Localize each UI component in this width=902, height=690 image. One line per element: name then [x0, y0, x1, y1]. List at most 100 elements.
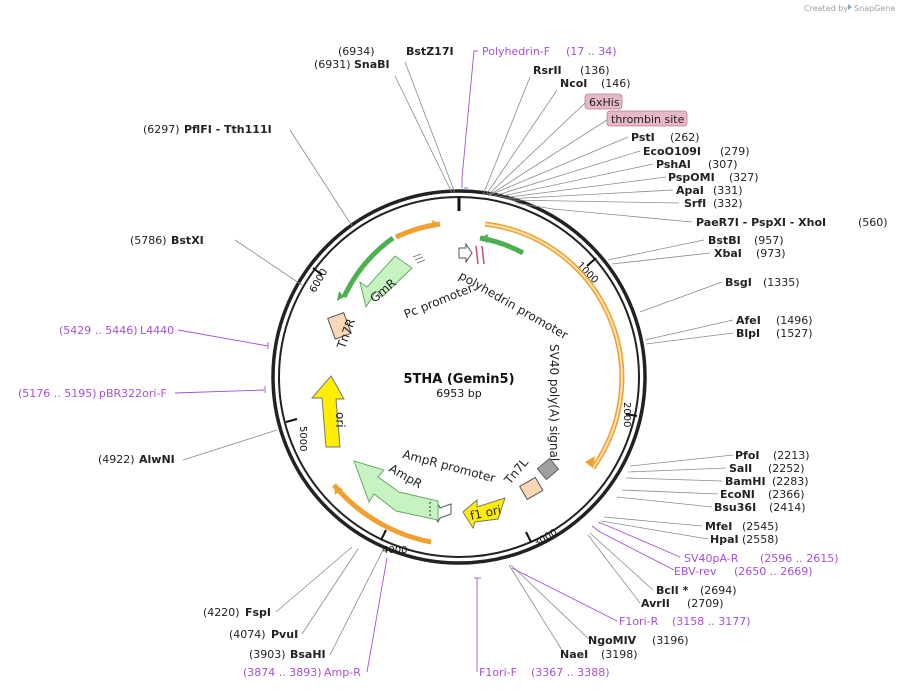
site-position: (2366)	[768, 488, 805, 501]
site-pspomi[interactable]: PspOMI (327)	[668, 171, 759, 184]
site-position: (6297)	[143, 123, 180, 136]
site-bamhi[interactable]: BamHI (2283)	[725, 475, 809, 488]
primer-range: (5176 .. 5195)	[18, 387, 97, 400]
site-bstz17i[interactable]: (6934) BstZ17I	[338, 45, 454, 58]
site-paer7i-pspxi-xhoi[interactable]: PaeR7I - PspXI - XhoI (560)	[696, 216, 888, 229]
site-xbai[interactable]: XbaI (973)	[714, 247, 786, 260]
primer-f1ori-f[interactable]: F1ori-F (3367 .. 3388)	[479, 666, 610, 679]
site-position: (307)	[708, 158, 738, 171]
site-alwni[interactable]: (4922) AlwNI	[98, 453, 175, 466]
site-name: PshAI	[656, 158, 691, 171]
site-position: (2545)	[742, 520, 779, 533]
tick-label-6000: 6000	[308, 267, 330, 295]
site-apai[interactable]: ApaI (331)	[676, 184, 743, 197]
site-name: NcoI	[560, 77, 587, 90]
site-rsrii[interactable]: RsrII (136)	[533, 64, 610, 77]
primer-name: Amp-R	[324, 666, 361, 679]
site-econi[interactable]: EcoNI (2366)	[720, 488, 805, 501]
site-position: (262)	[670, 131, 700, 144]
site-position: (957)	[754, 234, 784, 247]
site-snabi[interactable]: (6931) SnaBI	[314, 58, 390, 71]
site-name: FspI	[245, 606, 271, 619]
site-avrii[interactable]: AvrII (2709)	[641, 597, 724, 610]
tag-thrombin-site[interactable]: thrombin site	[606, 110, 688, 127]
site-position: (2558)	[742, 533, 779, 546]
site-position: (2709)	[687, 597, 724, 610]
site-bcli[interactable]: BclI * (2694)	[656, 584, 737, 597]
primer-name: Polyhedrin-F	[482, 45, 550, 58]
site-ncoi[interactable]: NcoI (146)	[560, 77, 631, 90]
site-name: NaeI	[560, 648, 588, 661]
site-naei[interactable]: NaeI (3198)	[560, 648, 638, 661]
site-position: (279)	[720, 145, 750, 158]
tick-1000	[586, 257, 597, 267]
site-bsahi[interactable]: (3903) BsaHI	[249, 648, 326, 661]
site-position: (146)	[601, 77, 631, 90]
primer-sv40pa-r[interactable]: SV40pA-R (2596 .. 2615)	[684, 552, 839, 565]
primer-l4440[interactable]: (5429 .. 5446) L4440	[59, 324, 174, 337]
plasmid-size: 6953 bp	[436, 387, 481, 400]
primer-polyhedrin-f[interactable]: Polyhedrin-F (17 .. 34)	[482, 45, 617, 58]
site-name: PaeR7I - PspXI - XhoI	[696, 216, 826, 229]
snapgene-logo-icon	[848, 4, 852, 10]
primer-pbr322ori-f[interactable]: (5176 .. 5195) pBR322ori-F	[18, 387, 167, 400]
tick-label-4000: 4000	[382, 545, 407, 556]
site-pfoi[interactable]: PfoI (2213)	[735, 449, 810, 462]
site-sali[interactable]: SalI (2252)	[729, 462, 805, 475]
site-psti[interactable]: PstI (262)	[631, 131, 700, 144]
site-position: (331)	[713, 184, 743, 197]
site-pshai[interactable]: PshAI (307)	[656, 158, 738, 171]
site-pvui[interactable]: (4074) PvuI	[229, 628, 298, 641]
site-name: EcoO109I	[643, 145, 701, 158]
site-bstxi[interactable]: (5786) BstXI	[130, 234, 204, 247]
site-name: BsgI	[725, 276, 752, 289]
primer-range: (3874 .. 3893)	[243, 666, 322, 679]
primer-name: F1ori-F	[479, 666, 517, 679]
tn7l-box	[519, 457, 560, 501]
site-name: BstZ17I	[406, 45, 454, 58]
primer-f1ori-r[interactable]: F1ori-R (3158 .. 3177)	[619, 615, 751, 628]
primer-range: (5429 .. 5446)	[59, 324, 138, 337]
site-position: (2414)	[769, 501, 806, 514]
site-position: (4220)	[203, 606, 240, 619]
site-leaders	[182, 61, 734, 656]
site-position: (1335)	[763, 276, 800, 289]
site-name: SrfI	[684, 197, 706, 210]
site-bsu36i[interactable]: Bsu36I (2414)	[714, 501, 806, 514]
site-position: (136)	[580, 64, 610, 77]
site-position: (2694)	[700, 584, 737, 597]
site-ngomiv[interactable]: NgoMIV (3196)	[588, 634, 689, 647]
site-name: PvuI	[271, 628, 298, 641]
site-fspi[interactable]: (4220) FspI	[203, 606, 271, 619]
site-position: (327)	[729, 171, 759, 184]
pc-promoter-label: Pc promoter	[402, 281, 475, 321]
site-pflfi-tth111i[interactable]: (6297) PflFI - Tth111I	[143, 123, 272, 136]
site-hpai[interactable]: HpaI (2558)	[710, 533, 779, 546]
site-bstbi[interactable]: BstBI (957)	[708, 234, 784, 247]
primer-name: L4440	[140, 324, 174, 337]
site-afei[interactable]: AfeI (1496)	[736, 314, 813, 327]
site-bsgi[interactable]: BsgI (1335)	[725, 276, 800, 289]
site-name: PstI	[631, 131, 655, 144]
tick-6000	[312, 267, 323, 276]
site-mfei[interactable]: MfeI (2545)	[705, 520, 779, 533]
tick-label-3000: 3000	[532, 527, 560, 549]
site-position: (332)	[713, 197, 743, 210]
site-name: EcoNI	[720, 488, 755, 501]
ori-arrow	[310, 375, 345, 448]
tn7r-box	[327, 311, 352, 340]
site-name: BstBI	[708, 234, 741, 247]
site-name: ApaI	[676, 184, 704, 197]
site-name: PfoI	[735, 449, 760, 462]
site-srfi[interactable]: SrfI (332)	[684, 197, 743, 210]
site-position: (5786)	[130, 234, 167, 247]
f1-ori-label: f1 ori	[469, 503, 503, 523]
tick-2000	[625, 413, 638, 417]
primer-ebv-rev[interactable]: EBV-rev (2650 .. 2669)	[674, 565, 813, 578]
site-blpi[interactable]: BlpI (1527)	[736, 327, 813, 340]
primer-amp-r[interactable]: (3874 .. 3893) Amp-R	[243, 666, 361, 679]
tag-6xhis[interactable]: 6xHis	[584, 93, 623, 110]
site-ecoo109i[interactable]: EcoO109I (279)	[643, 145, 750, 158]
